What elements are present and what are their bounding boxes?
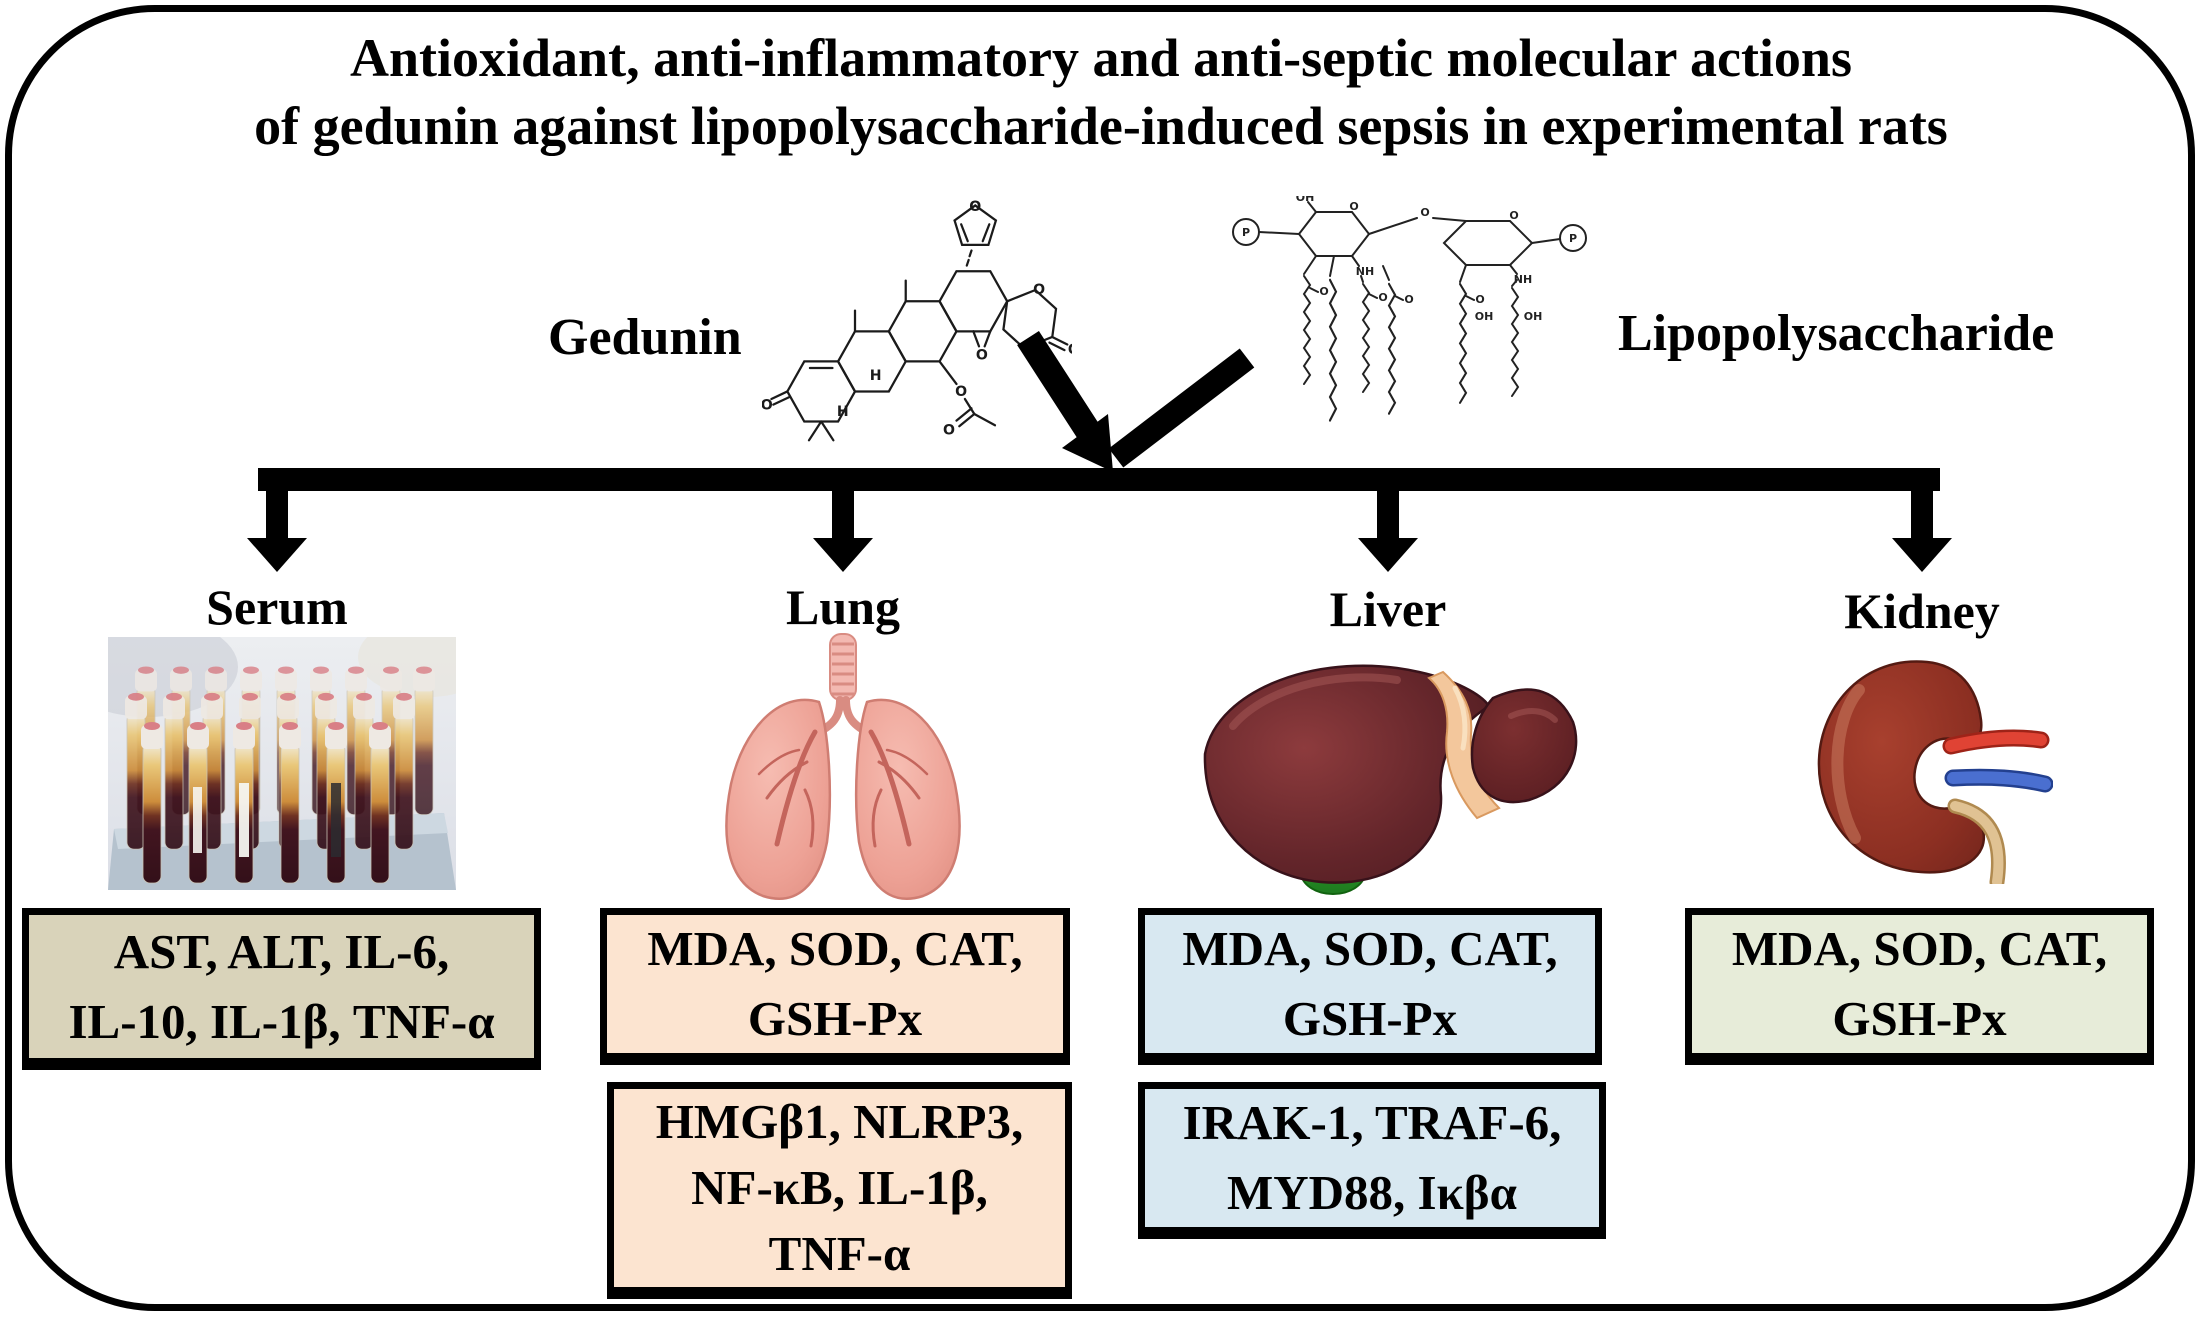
converge-arrowhead — [1062, 414, 1113, 472]
liver-label: Liver — [1329, 581, 1447, 637]
atom-label-o: O — [1319, 285, 1328, 298]
atom-label-o: O — [1404, 293, 1413, 306]
atom-label-h: H — [837, 404, 849, 420]
liver-signaling-markers-box: IRAK-1, TRAF-6, MYD88, Iκβα — [1138, 1082, 1606, 1234]
lung-arrowhead — [813, 538, 873, 572]
atom-label-o: O — [1068, 342, 1072, 358]
liver-box2-line-2: MYD88, Iκβα — [1227, 1165, 1517, 1220]
lung-box1-line-2: GSH-Px — [747, 991, 923, 1046]
liver-arrowhead — [1358, 538, 1418, 572]
atom-label-o: O — [762, 397, 773, 413]
liver-box1-line-1: MDA, SOD, CAT, — [1182, 921, 1558, 976]
lps-structure: P P O O O OH NH NH O O O O OH OH — [1232, 196, 1587, 422]
gedunin-label: Gedunin — [548, 309, 742, 366]
serum-arrowhead — [247, 538, 307, 572]
atom-label-o: O — [943, 423, 955, 439]
serum-markers-box: AST, ALT, IL-6, IL-10, IL-1β, TNF-α — [22, 908, 541, 1065]
atom-label-oh: OH — [1475, 310, 1494, 323]
kidney-illustration — [1817, 660, 2053, 884]
liver-oxidative-markers-box: MDA, SOD, CAT, GSH-Px — [1138, 908, 1602, 1060]
atom-label-o: O — [1033, 282, 1045, 298]
lung-box2-line-3: TNF-α — [768, 1226, 911, 1281]
title-line-2: of gedunin against lipopolysaccharide-in… — [254, 96, 1948, 156]
lung-label: Lung — [786, 579, 900, 635]
atom-label-p: P — [1569, 232, 1577, 245]
gedunin-structure: O O O O O O O H H — [762, 199, 1072, 442]
lung-box2-line-2: NF-κB, IL-1β, — [691, 1160, 988, 1215]
kidney-label: Kidney — [1844, 583, 2000, 639]
blood-tubes-photo — [108, 637, 456, 890]
lipopolysaccharide-label: Lipopolysaccharide — [1618, 305, 2055, 362]
kidney-box-line-1: MDA, SOD, CAT, — [1731, 921, 2108, 976]
lungs-illustration — [725, 633, 961, 900]
kidney-box-line-2: GSH-Px — [1832, 991, 2007, 1046]
kidney-oxidative-markers-box: MDA, SOD, CAT, GSH-Px — [1685, 908, 2154, 1060]
kidney-arrowhead — [1892, 538, 1952, 572]
atom-label-o: O — [1378, 291, 1387, 304]
atom-label-o: O — [1475, 293, 1484, 306]
atom-label-h: H — [870, 368, 882, 384]
liver-box1-line-2: GSH-Px — [1282, 991, 1458, 1046]
lung-inflammatory-markers-box: HMGβ1, NLRP3, NF-κB, IL-1β, TNF-α — [607, 1082, 1072, 1294]
atom-label-o: O — [1420, 206, 1429, 219]
atom-label-nh: NH — [1356, 265, 1374, 278]
liver-illustration — [1203, 664, 1578, 895]
atom-label-p: P — [1242, 226, 1250, 239]
atom-label-nh: NH — [1514, 273, 1532, 286]
rounded-border — [5, 5, 2195, 1311]
serum-markers-line-2: IL-10, IL-1β, TNF-α — [68, 993, 495, 1049]
atom-label-o: O — [969, 199, 981, 215]
serum-markers-line-1: AST, ALT, IL-6, — [113, 923, 450, 979]
serum-label: Serum — [206, 579, 348, 635]
title-line-1: Antioxidant, anti-inflammatory and anti-… — [350, 28, 1852, 88]
lung-box1-line-1: MDA, SOD, CAT, — [647, 921, 1023, 976]
lung-oxidative-markers-box: MDA, SOD, CAT, GSH-Px — [600, 908, 1070, 1060]
liver-box2-line-1: IRAK-1, TRAF-6, — [1182, 1095, 1562, 1150]
lung-box2-line-1: HMGβ1, NLRP3, — [655, 1094, 1024, 1149]
atom-label-o: O — [955, 384, 967, 400]
atom-label-oh: OH — [1296, 196, 1315, 204]
atom-label-o: O — [976, 348, 988, 364]
atom-label-o: O — [1349, 200, 1358, 213]
figure-title: Antioxidant, anti-inflammatory and anti-… — [0, 24, 2202, 160]
atom-label-o: O — [1509, 209, 1518, 222]
distribution-bar — [258, 468, 1940, 491]
atom-label-oh: OH — [1524, 310, 1543, 323]
